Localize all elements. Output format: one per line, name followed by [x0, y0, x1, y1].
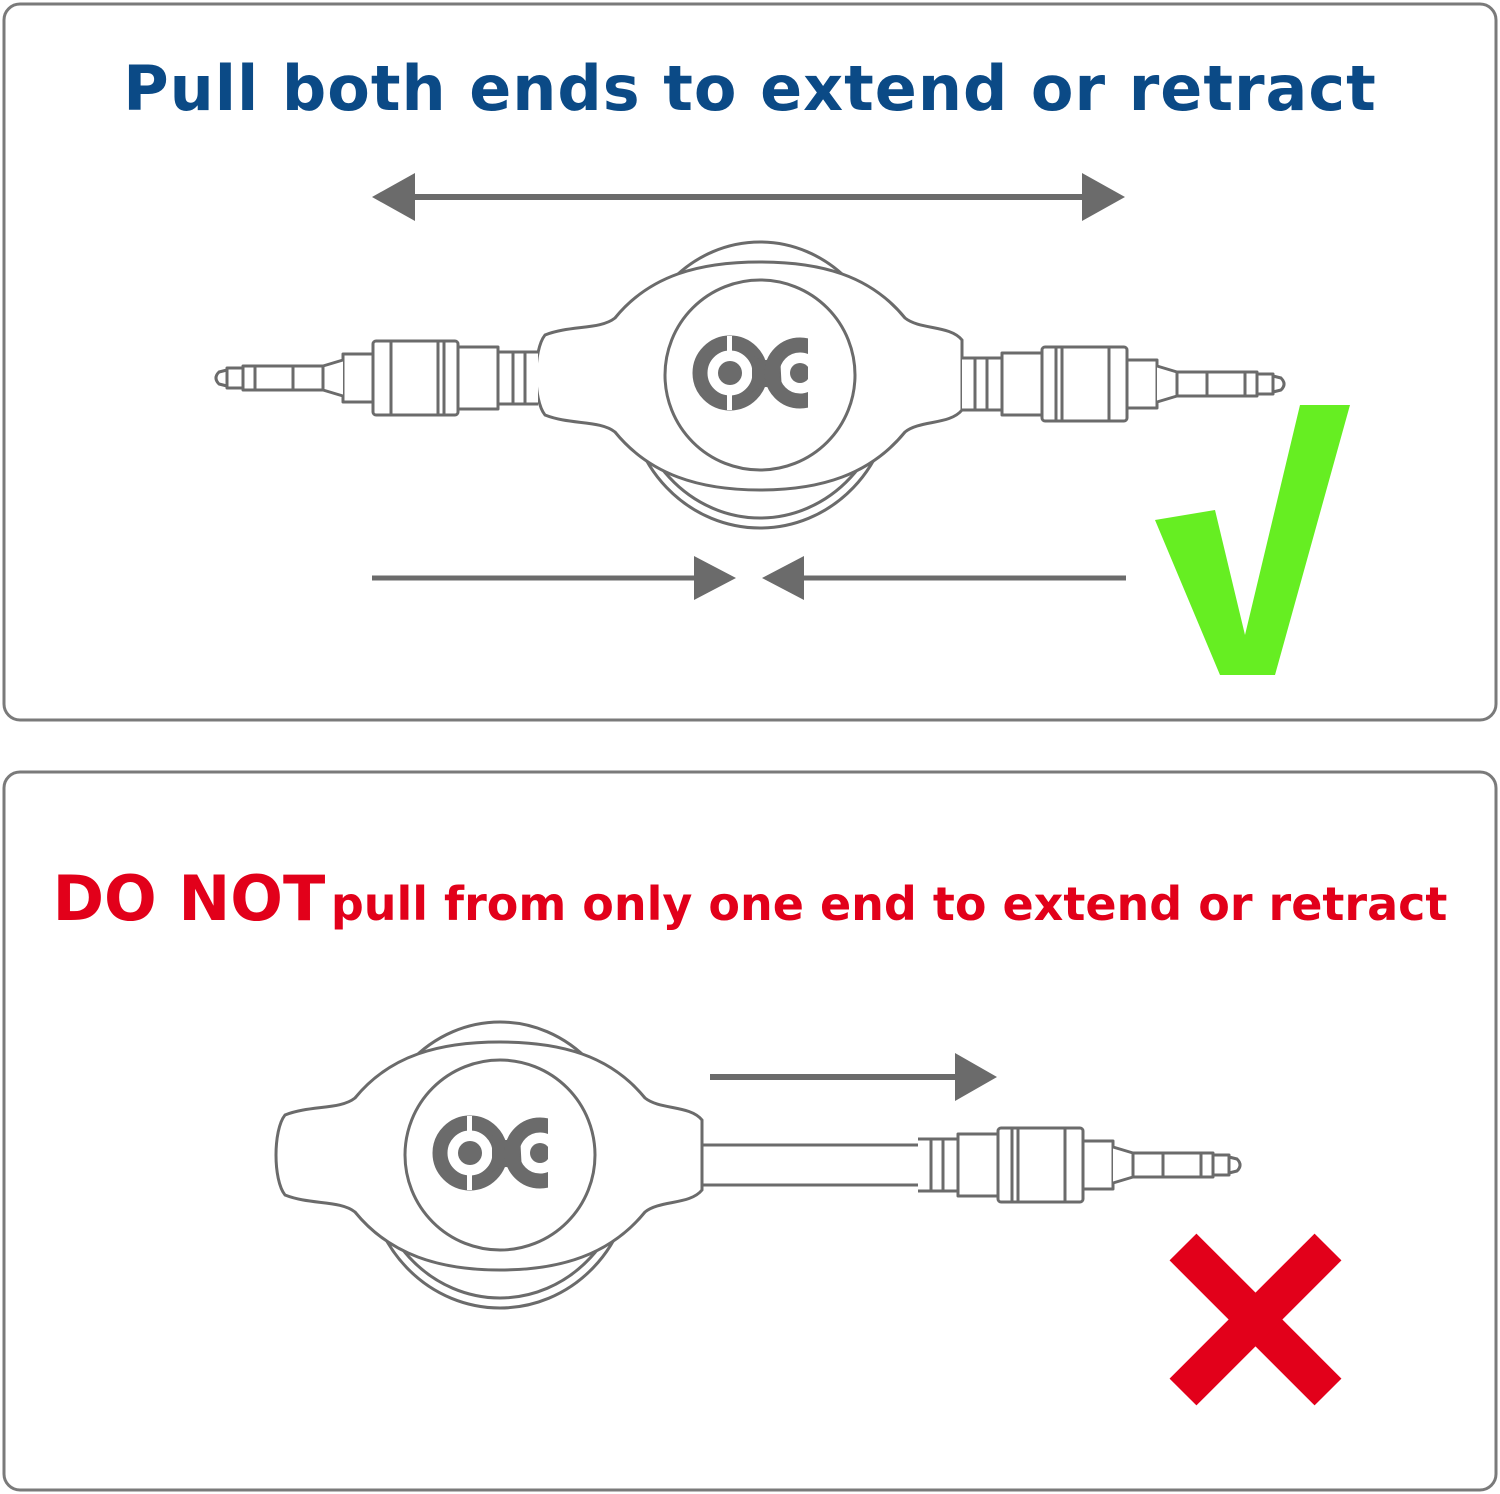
audio-jack-left — [214, 339, 540, 417]
extend-arrow — [372, 173, 1125, 221]
retract-arrows — [372, 556, 1126, 600]
audio-jack-extended — [916, 1126, 1242, 1204]
cable-reel-single — [276, 1022, 702, 1308]
instruction-title-incorrect: DO NOT pull from only one end to extend … — [0, 862, 1500, 935]
panel-incorrect — [2, 770, 1498, 1492]
panel-correct — [2, 2, 1498, 722]
warning-emphasis: DO NOT — [52, 862, 326, 935]
warning-text: pull from only one end to extend or retr… — [330, 877, 1448, 931]
instruction-title-correct: Pull both ends to extend or retract — [123, 52, 1377, 125]
cross-icon — [1169, 1233, 1342, 1406]
audio-jack-right — [960, 345, 1286, 423]
check-icon — [1155, 405, 1350, 675]
extended-cable — [698, 1143, 924, 1187]
pull-one-end-arrow — [710, 1053, 997, 1101]
cable-reel — [536, 242, 962, 528]
